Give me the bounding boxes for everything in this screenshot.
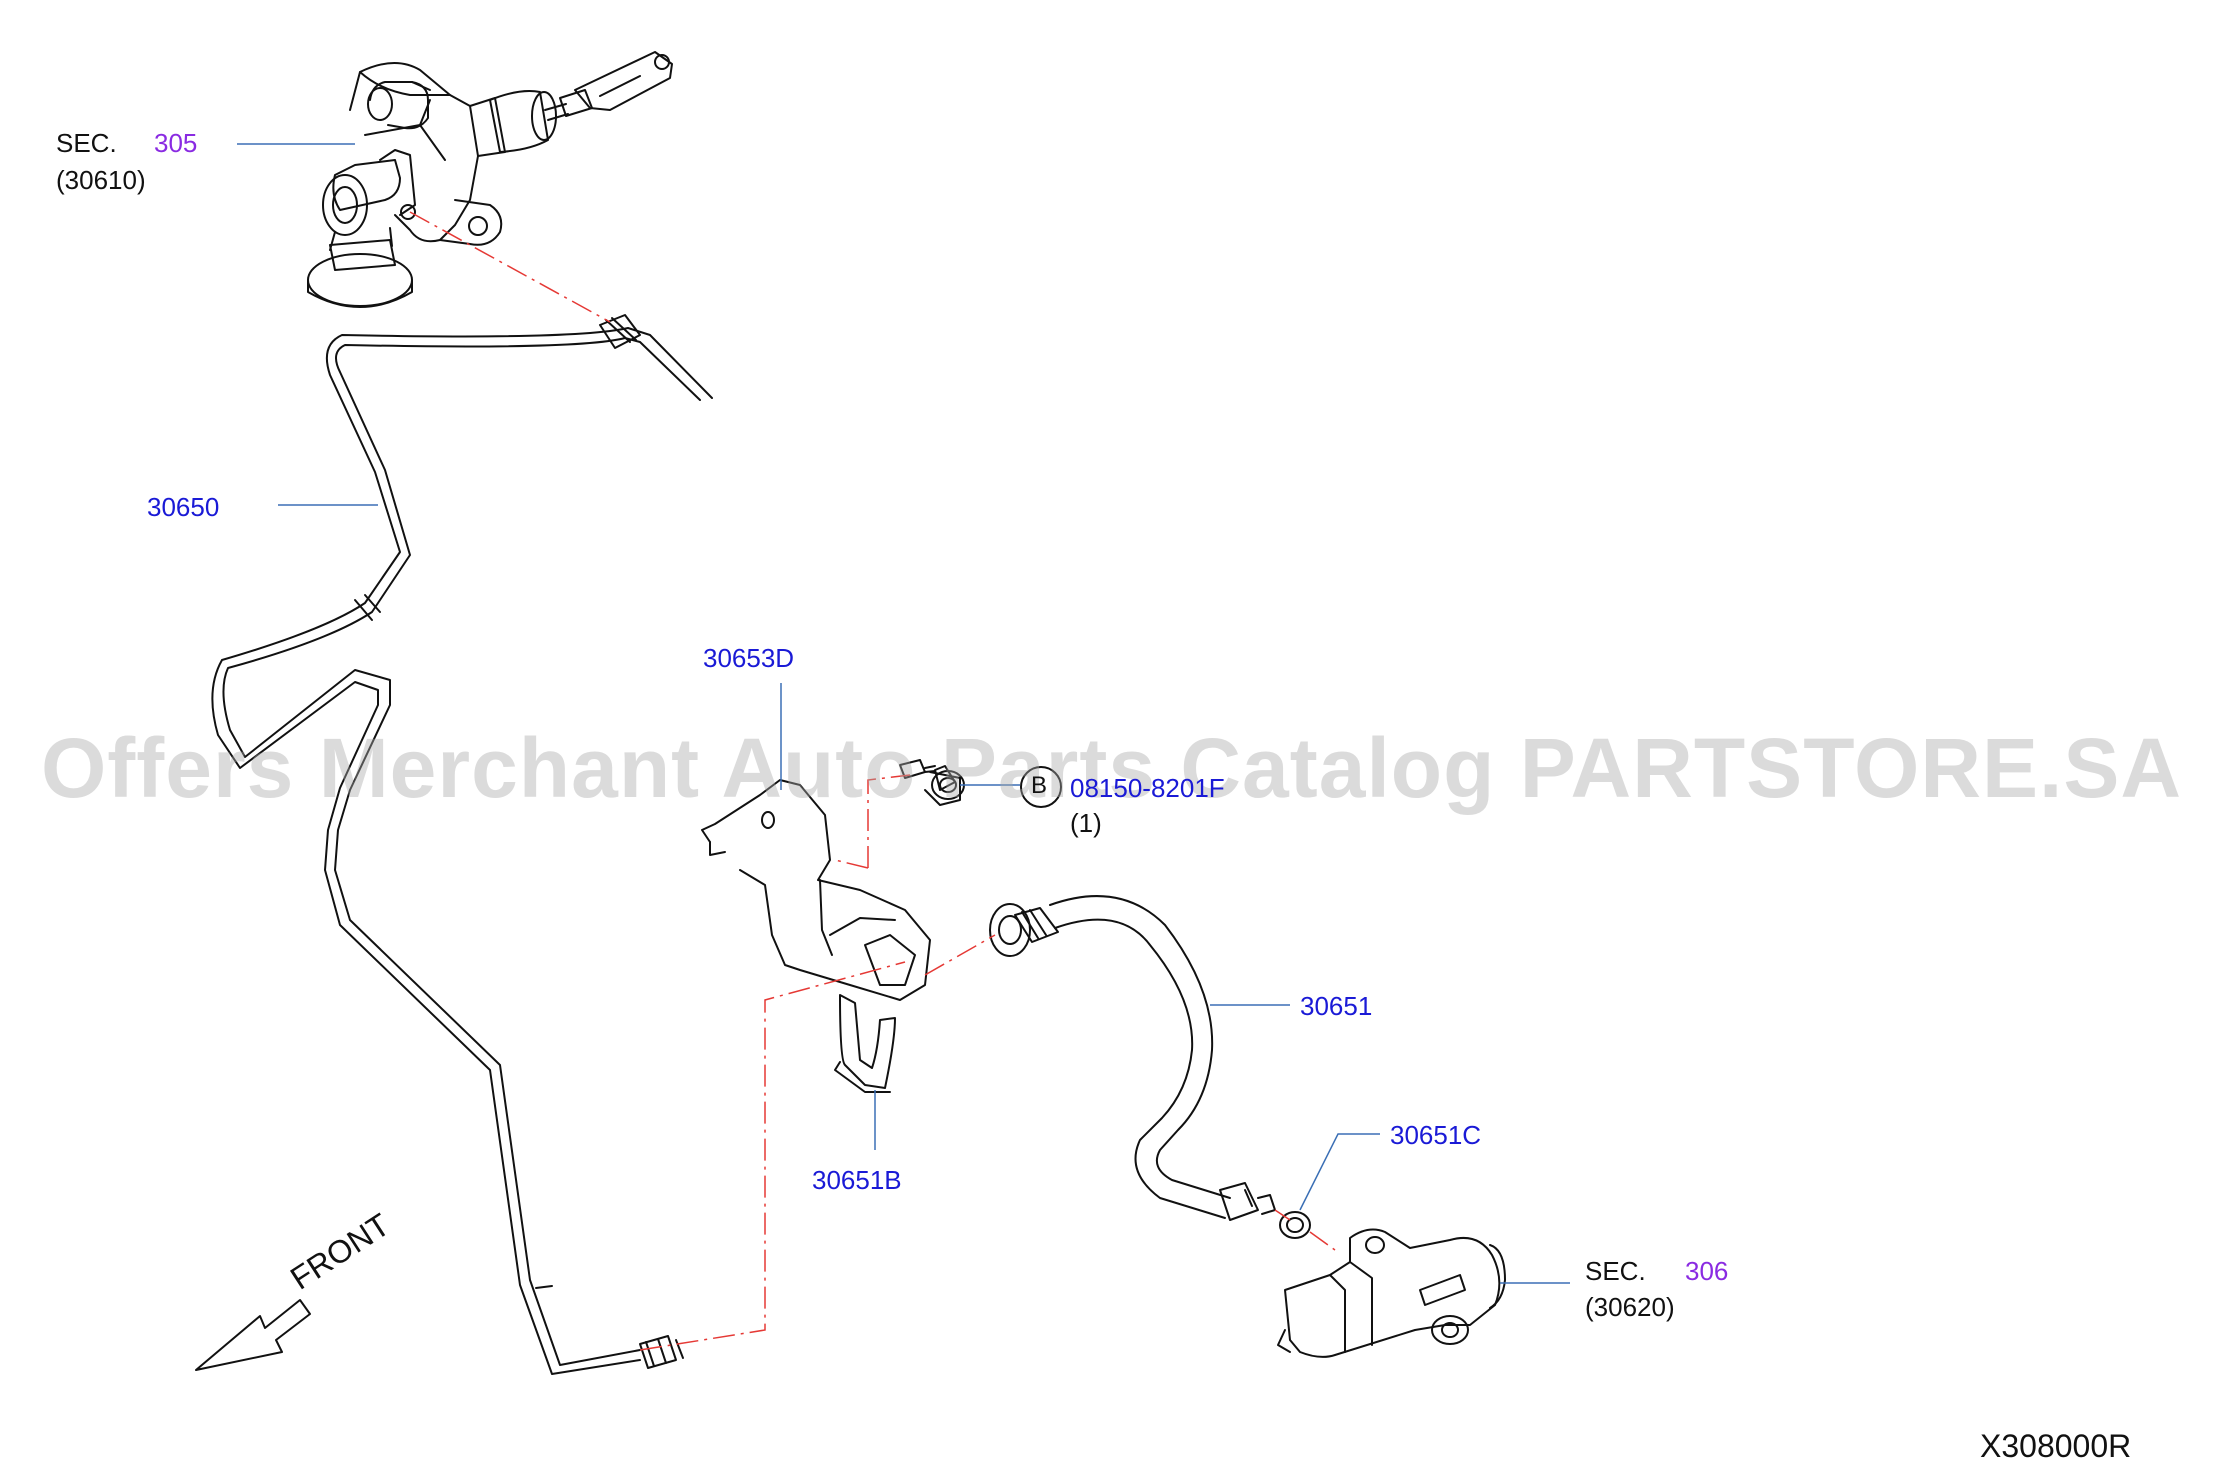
marker-B-label: B (1031, 772, 1048, 799)
bolt-08150-8201F (899, 759, 965, 806)
diagram-id: X308000R (1980, 1428, 2132, 1464)
part-08150-8201F-link[interactable]: 08150-8201F (1070, 773, 1225, 803)
section-305-part: (30610) (56, 165, 146, 195)
o-ring-30651C (1279, 1211, 1311, 1239)
section-305-link[interactable]: 305 (154, 128, 198, 158)
clutch-hose-30651 (989, 895, 1276, 1221)
leader-lines (237, 143, 1570, 1284)
bracket-30653D (701, 779, 931, 1001)
section-306-link[interactable]: 306 (1685, 1256, 1729, 1286)
part-30651C-link[interactable]: 30651C (1390, 1120, 1482, 1150)
section-306-prefix: SEC. (1585, 1256, 1646, 1286)
clutch-operating-cylinder (1277, 1228, 1506, 1358)
front-arrow-icon (195, 1299, 311, 1371)
clutch-master-cylinder (307, 51, 673, 308)
section-306-part: (30620) (1585, 1292, 1675, 1322)
part-30651-link[interactable]: 30651 (1300, 991, 1373, 1021)
part-30651B-link[interactable]: 30651B (812, 1165, 902, 1195)
part-08150-8201F-qty: (1) (1070, 808, 1102, 838)
part-30650-link[interactable]: 30650 (147, 492, 220, 522)
clutch-pipe-30650 (211, 314, 713, 1375)
section-305-prefix: SEC. (56, 128, 117, 158)
clip-30651B (834, 994, 896, 1093)
assembly-centerlines (409, 211, 1336, 1351)
part-30653D-link[interactable]: 30653D (703, 643, 795, 673)
marker-circle-B (1020, 766, 1062, 808)
